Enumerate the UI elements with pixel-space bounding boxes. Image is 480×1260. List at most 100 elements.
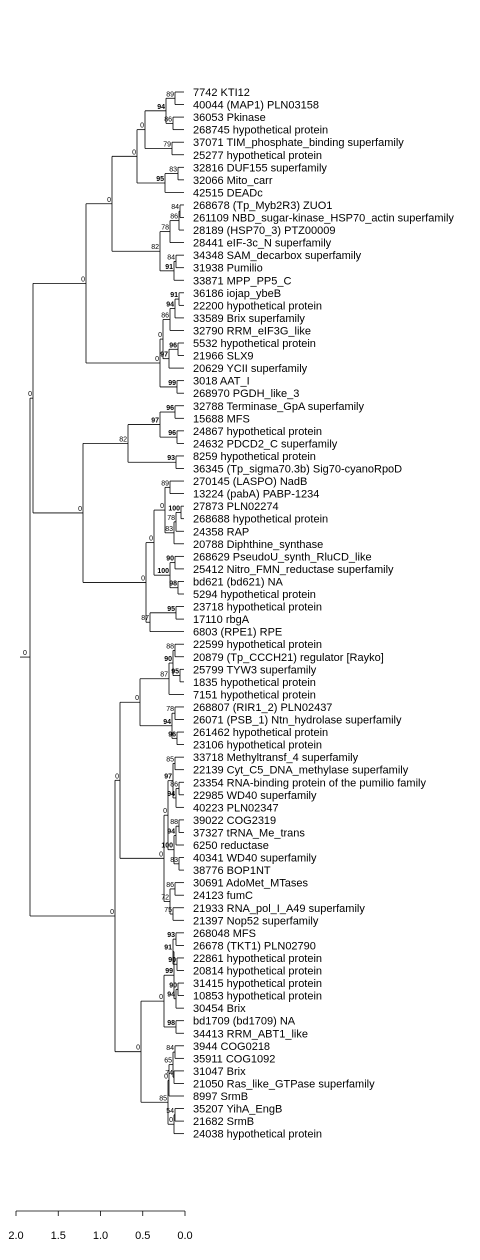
leaf-label: 28441 eIF-3c_N superfamily xyxy=(193,238,332,250)
support-value: 91 xyxy=(170,292,178,299)
support-value: 72 xyxy=(161,894,169,901)
support-value: 0 xyxy=(141,575,145,582)
support-value: 86 xyxy=(161,312,169,319)
support-value: 0 xyxy=(132,149,136,156)
support-value: 78 xyxy=(167,515,175,522)
support-value: 93 xyxy=(167,455,175,462)
leaf-label: 31047 Brix xyxy=(193,1066,246,1078)
support-value: 88 xyxy=(170,819,178,826)
support-value: 98 xyxy=(169,581,177,588)
axis-tick-label: 2.0 xyxy=(8,1230,23,1242)
leaf-label: 1835 hypothetical protein xyxy=(193,677,316,689)
leaf-label: 21966 SLX9 xyxy=(193,351,254,363)
leaf-label: 38776 BOP1NT xyxy=(193,865,271,877)
support-values: 8986947908395084867884918209194869697099… xyxy=(23,91,180,1124)
support-value: 0 xyxy=(155,356,159,363)
leaf-label: 21933 RNA_pol_I_A49 superfamily xyxy=(193,903,365,915)
leaf-label: 24632 PDCD2_C superfamily xyxy=(193,438,338,450)
leaf-label: 27873 PLN02274 xyxy=(193,501,279,513)
leaf-label: 21050 Ras_like_GTPase superfamily xyxy=(193,1078,375,1090)
support-value: 0 xyxy=(159,994,163,1001)
leaf-label: 24358 RAP xyxy=(193,526,249,538)
leaf-label: 34348 SAM_decarbox superfamily xyxy=(193,250,362,262)
support-value: 96 xyxy=(168,430,176,437)
support-value: 100 xyxy=(157,568,169,575)
leaf-label: 26071 (PSB_1) Ntn_hydrolase superfamily xyxy=(193,715,402,727)
support-value: 87 xyxy=(141,615,149,622)
leaf-label: 10853 hypothetical protein xyxy=(193,991,322,1003)
support-value: 97 xyxy=(160,352,168,359)
support-value: 97 xyxy=(151,418,159,425)
leaf-label: 22985 WD40 superfamily xyxy=(193,790,317,802)
support-value: 84 xyxy=(171,204,179,211)
support-value: 91 xyxy=(164,945,172,952)
leaf-label: 24123 fumC xyxy=(193,890,253,902)
support-value: 86 xyxy=(164,116,172,123)
leaf-label: 28189 (HSP70_3) PTZ00009 xyxy=(193,225,335,237)
leaf-label: 6250 reductase xyxy=(193,840,269,852)
leaf-label: 8997 SrmB xyxy=(193,1091,248,1103)
leaf-label: 34413 RRM_ABT1_like xyxy=(193,1028,308,1040)
support-value: 0 xyxy=(149,536,153,543)
support-value: 91 xyxy=(165,264,173,271)
support-value: 87 xyxy=(160,672,168,679)
leaf-label: 25412 Nitro_FMN_reductase superfamily xyxy=(193,564,394,576)
support-value: 0 xyxy=(110,909,114,916)
support-value: 94 xyxy=(167,992,175,999)
support-value: 99 xyxy=(165,968,173,975)
support-value: 95 xyxy=(156,176,164,183)
support-value: 78 xyxy=(166,706,174,713)
support-value: 0 xyxy=(160,503,164,510)
leaf-label: 15688 MFS xyxy=(193,413,250,425)
leaf-label: 268629 PseudoU_synth_RluCD_like xyxy=(193,551,372,563)
support-value: 86 xyxy=(170,214,178,221)
support-value: 84 xyxy=(166,1045,174,1052)
support-value: 96 xyxy=(168,731,176,738)
support-value: 85 xyxy=(159,1095,167,1102)
support-value: 89 xyxy=(161,480,169,487)
leaf-label: 42515 DEADc xyxy=(193,187,263,199)
leaf-label: 270145 (LASPO) NadB xyxy=(193,476,307,488)
leaf-label: 37071 TIM_phosphate_binding superfamily xyxy=(193,137,404,149)
leaf-label: 261462 hypothetical protein xyxy=(193,727,328,739)
leaf-label: 22861 hypothetical protein xyxy=(193,953,322,965)
leaf-label: 30691 AdoMet_MTases xyxy=(193,878,308,890)
support-value: 90 xyxy=(166,556,174,563)
support-value: 100 xyxy=(168,505,180,512)
support-value: 0 xyxy=(78,506,82,513)
leaf-label: 22139 Cyt_C5_DNA_methylase superfamily xyxy=(193,765,409,777)
leaf-label: 35207 YihA_EngB xyxy=(193,1104,282,1116)
leaf-label: 23718 hypothetical protein xyxy=(193,602,322,614)
leaf-label: 23354 RNA-binding protein of the pumilio… xyxy=(193,777,426,789)
leaf-label: 26678 (TKT1) PLN02790 xyxy=(193,940,316,952)
support-value: 83 xyxy=(170,857,178,864)
axis-tick-label: 0.0 xyxy=(177,1230,192,1242)
leaf-label: 37327 tRNA_Me_trans xyxy=(193,827,305,839)
axis-tick-label: 1.5 xyxy=(51,1230,66,1242)
leaf-label: 23106 hypothetical protein xyxy=(193,740,322,752)
leaf-label: 25277 hypothetical protein xyxy=(193,150,322,162)
leaf-label: 22200 hypothetical protein xyxy=(193,300,322,312)
support-value: 86 xyxy=(166,882,174,889)
support-value: 0 xyxy=(28,391,32,398)
support-value: 90 xyxy=(168,957,176,964)
support-value: 79 xyxy=(163,141,171,148)
leaf-label: 21682 SrmB xyxy=(193,1116,254,1128)
support-value: 0 xyxy=(158,332,162,339)
support-value: 85 xyxy=(166,756,174,763)
support-value: 88 xyxy=(166,643,174,650)
support-value: 94 xyxy=(167,829,175,836)
support-value: 95 xyxy=(167,606,175,613)
support-value: 83 xyxy=(169,167,177,174)
support-value: 0 xyxy=(164,1073,168,1080)
leaf-label: 13224 (pabA) PABP-1234 xyxy=(193,489,319,501)
support-value: 74 xyxy=(165,1070,173,1077)
leaf-label: 8259 hypothetical protein xyxy=(193,451,316,463)
support-value: 0 xyxy=(81,276,85,283)
leaf-label: 21397 Nop52 superfamily xyxy=(193,915,319,927)
leaf-label: 3944 COG0218 xyxy=(193,1041,270,1053)
leaf-label: 17110 rbgA xyxy=(193,614,250,626)
support-value: 0 xyxy=(163,808,167,815)
